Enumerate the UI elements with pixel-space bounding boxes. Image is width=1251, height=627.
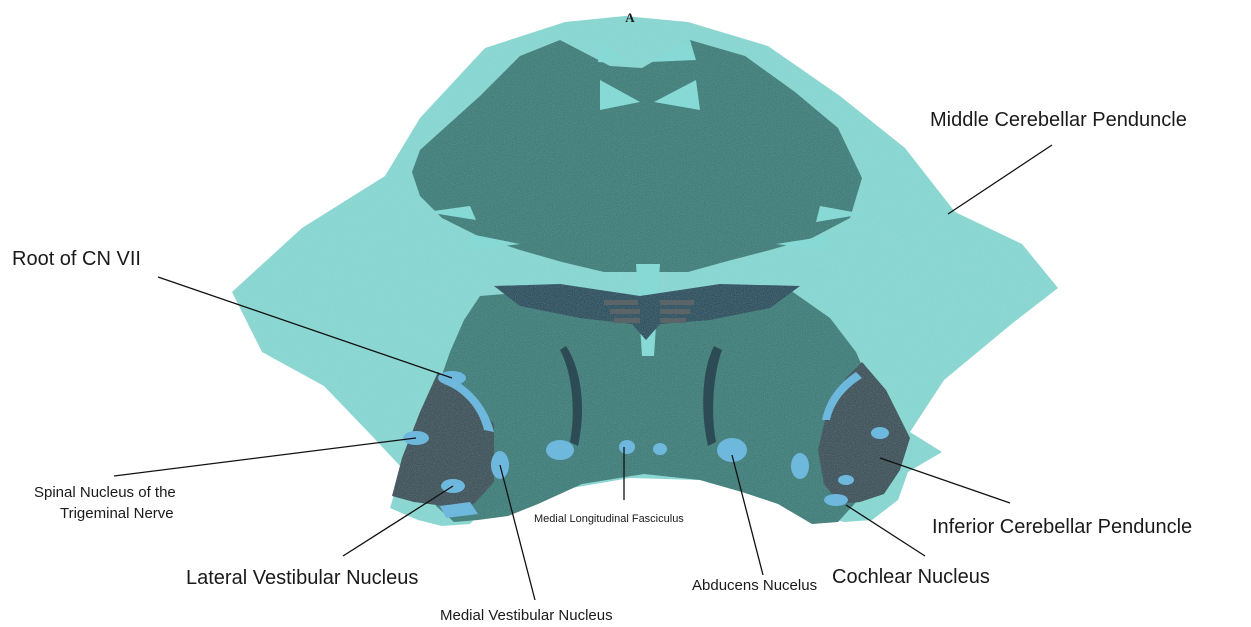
fiber-stripe bbox=[614, 318, 640, 323]
medial-longitudinal-fasciculus-right bbox=[653, 443, 667, 455]
leader-spinal-nucleus bbox=[114, 438, 416, 476]
label-lateral-vestibular-nucleus: Lateral Vestibular Nucleus bbox=[186, 567, 418, 589]
label-cochlear-nucleus: Cochlear Nucleus bbox=[832, 566, 990, 588]
label-spinal-nucleus-line1: Spinal Nucleus of the bbox=[34, 484, 176, 501]
label-inferior-cerebellar-peduncle: Inferior Cerebellar Penduncle bbox=[932, 516, 1192, 538]
fiber-stripe bbox=[660, 300, 694, 305]
abducens-nucleus bbox=[717, 438, 747, 462]
inferior-peduncle-nucleus bbox=[871, 427, 889, 439]
right-vestibular-nucleus bbox=[791, 453, 809, 479]
label-abducens-nucleus: Abducens Nucelus bbox=[692, 577, 817, 594]
left-tegmental-nucleus bbox=[546, 440, 574, 460]
fiber-stripe bbox=[610, 309, 640, 314]
label-medial-vestibular-nucleus: Medial Vestibular Nucleus bbox=[440, 607, 613, 624]
fiber-stripe bbox=[604, 300, 638, 305]
fiber-stripe bbox=[660, 318, 686, 323]
figure-letter: A bbox=[625, 10, 635, 25]
label-middle-cerebellar-peduncle: Middle Cerebellar Penduncle bbox=[930, 109, 1187, 131]
label-medial-longitudinal-fasciculus: Medial Longitudinal Fasciculus bbox=[534, 513, 684, 525]
label-root-cn-vii: Root of CN VII bbox=[12, 248, 141, 270]
fiber-stripe bbox=[660, 309, 690, 314]
medial-longitudinal-fasciculus-left bbox=[619, 440, 635, 454]
inferior-peduncle-nucleus bbox=[838, 475, 854, 485]
leader-middle-cerebellar-peduncle bbox=[948, 145, 1052, 214]
cochlear-nucleus bbox=[824, 494, 848, 506]
label-spinal-nucleus-line2: Trigeminal Nerve bbox=[60, 505, 174, 522]
leader-cochlear-nucleus bbox=[846, 505, 925, 556]
